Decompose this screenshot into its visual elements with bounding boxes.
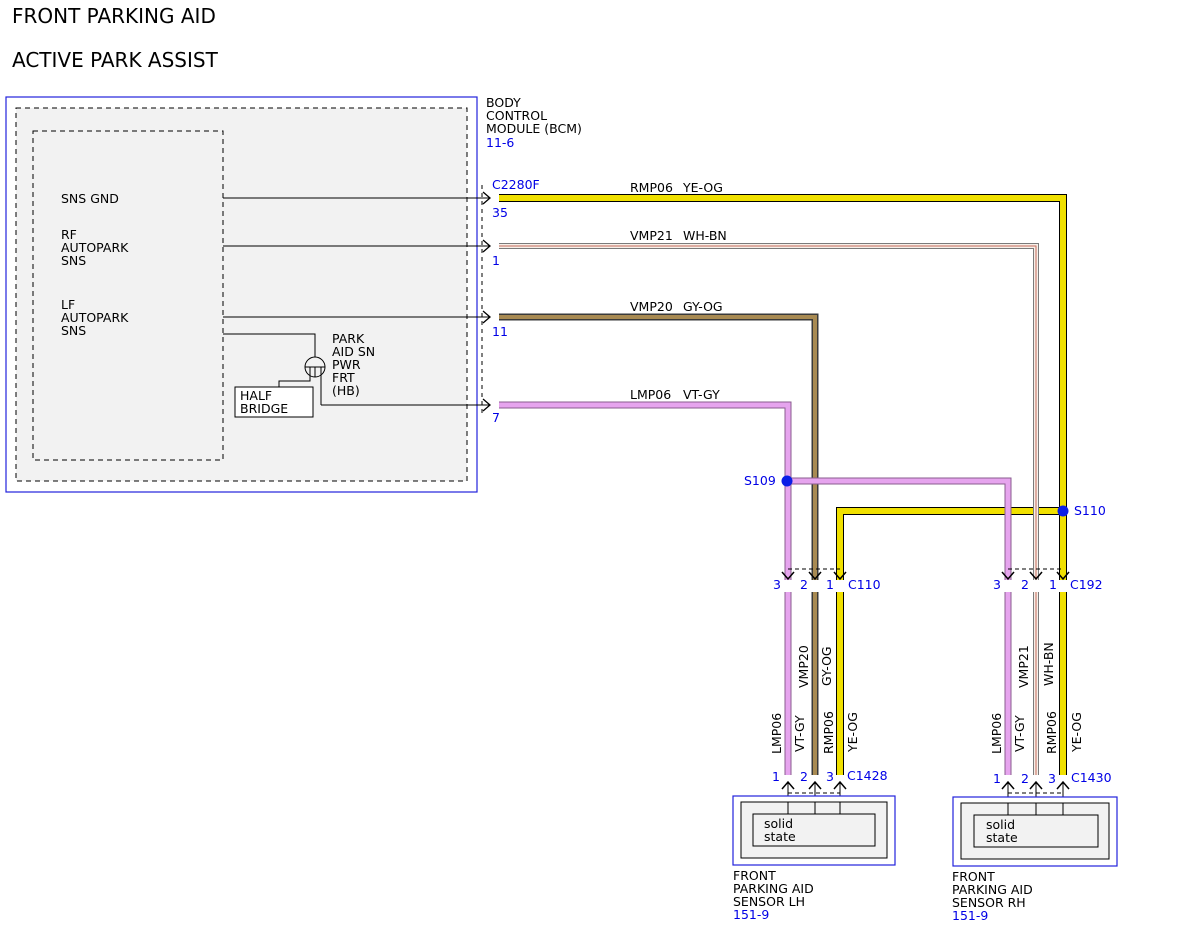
sensor-lh-ref[interactable]: 151-9 bbox=[733, 907, 769, 922]
label-rf-line-1: RF bbox=[61, 227, 77, 242]
label-park-aid-line-3: PWR bbox=[332, 357, 361, 372]
sensor-rh-name-line-3: SENSOR RH bbox=[952, 895, 1026, 910]
rh-label-wh-bn: WH-BN bbox=[1041, 642, 1056, 686]
label-park-aid-line-5: (HB) bbox=[332, 383, 360, 398]
c1430-pin-1: 1 bbox=[993, 771, 1001, 786]
c110-label[interactable]: C110 bbox=[848, 577, 881, 592]
label-half-bridge-line-2: BRIDGE bbox=[240, 401, 288, 416]
label-park-aid-line-1: PARK bbox=[332, 331, 365, 346]
circuit-label-vmp21: VMP21 bbox=[630, 228, 673, 243]
lh-label-gy-og: GY-OG bbox=[819, 646, 834, 686]
lh-label-vt-gy: VT-GY bbox=[792, 715, 807, 752]
sensor-lh-inner-line-1: solid bbox=[764, 816, 793, 831]
c110-pin-3: 3 bbox=[773, 577, 781, 592]
c192-pin-3: 3 bbox=[993, 577, 1001, 592]
bcm-name-line-3: MODULE (BCM) bbox=[486, 121, 582, 136]
color-label-lmp06: VT-GY bbox=[683, 387, 720, 402]
bcm-pin-1: 1 bbox=[492, 253, 500, 268]
rh-label-vmp21: VMP21 bbox=[1016, 645, 1031, 688]
sensor-lh-name-line-2: PARKING AID bbox=[733, 881, 814, 896]
sensor-rh-inner-line-2: state bbox=[986, 830, 1018, 845]
bcm-module: BODY CONTROL MODULE (BCM) 11-6 SNS GND R… bbox=[5, 95, 582, 493]
label-half-bridge-line-1: HALF bbox=[240, 388, 272, 403]
sensor-lh-name-line-1: FRONT bbox=[733, 868, 776, 883]
color-label-vmp21: WH-BN bbox=[683, 228, 727, 243]
lh-label-lmp06: LMP06 bbox=[769, 713, 784, 754]
splice-s110-label[interactable]: S110 bbox=[1074, 503, 1106, 518]
rh-label-ye-og: YE-OG bbox=[1069, 712, 1084, 753]
wire-vmp21[interactable] bbox=[499, 243, 1039, 775]
sensor-rh-inner-line-1: solid bbox=[986, 817, 1015, 832]
c110-pin-2: 2 bbox=[800, 577, 808, 592]
label-lf-line-1: LF bbox=[61, 297, 75, 312]
color-label-rmp06: YE-OG bbox=[682, 180, 723, 195]
sensor-rh-name-line-2: PARKING AID bbox=[952, 882, 1033, 897]
circuit-label-rmp06: RMP06 bbox=[630, 180, 673, 195]
c192-label[interactable]: C192 bbox=[1070, 577, 1103, 592]
splice-s109-label[interactable]: S109 bbox=[744, 473, 776, 488]
bcm-connector-id[interactable]: C2280F bbox=[492, 177, 540, 192]
c1428-label[interactable]: C1428 bbox=[847, 768, 888, 783]
wire-rmp06[interactable] bbox=[499, 194, 1067, 775]
sensor-rh-name-line-1: FRONT bbox=[952, 869, 995, 884]
rh-label-vt-gy: VT-GY bbox=[1012, 715, 1027, 752]
diagram-title: FRONT PARKING AID bbox=[12, 4, 216, 28]
label-park-aid-line-2: AID SN bbox=[332, 344, 375, 359]
splice-s109[interactable] bbox=[781, 475, 793, 487]
bcm-pin-7: 7 bbox=[492, 410, 500, 425]
connector-c192[interactable]: 3 2 1 C192 bbox=[993, 568, 1103, 592]
lh-label-vmp20: VMP20 bbox=[796, 645, 811, 688]
diagram-subtitle: ACTIVE PARK ASSIST bbox=[12, 48, 219, 72]
bcm-name-line-2: CONTROL bbox=[486, 108, 547, 123]
c1430-label[interactable]: C1430 bbox=[1071, 770, 1112, 785]
sensor-lh[interactable]: solid state bbox=[732, 795, 896, 866]
c1428-pin-3: 3 bbox=[826, 769, 834, 784]
label-lf-line-3: SNS bbox=[61, 323, 86, 338]
label-rf-line-3: SNS bbox=[61, 253, 86, 268]
label-lf-line-2: AUTOPARK bbox=[61, 310, 129, 325]
rh-label-lmp06: LMP06 bbox=[989, 713, 1004, 754]
sensor-rh-ref[interactable]: 151-9 bbox=[952, 908, 988, 923]
label-park-aid-line-4: FRT bbox=[332, 370, 355, 385]
wire-vmp20[interactable] bbox=[499, 313, 819, 775]
c1430-pin-3: 3 bbox=[1048, 771, 1056, 786]
lh-label-rmp06: RMP06 bbox=[821, 711, 836, 754]
lh-label-ye-og: YE-OG bbox=[845, 712, 860, 753]
bcm-pin-11: 11 bbox=[492, 324, 508, 339]
c192-pin-2: 2 bbox=[1021, 577, 1029, 592]
c1430-pin-2: 2 bbox=[1021, 771, 1029, 786]
sensor-lh-inner-line-2: state bbox=[764, 829, 796, 844]
sensor-lh-name-line-3: SENSOR LH bbox=[733, 894, 805, 909]
circuit-label-lmp06: LMP06 bbox=[630, 387, 671, 402]
c192-pin-1: 1 bbox=[1049, 577, 1057, 592]
rh-label-rmp06: RMP06 bbox=[1044, 711, 1059, 754]
sensor-rh[interactable]: solid state bbox=[952, 796, 1118, 867]
color-label-vmp20: GY-OG bbox=[683, 299, 723, 314]
circuit-label-vmp20: VMP20 bbox=[630, 299, 673, 314]
splice-s110[interactable] bbox=[1057, 505, 1069, 517]
bcm-ref[interactable]: 11-6 bbox=[486, 135, 514, 150]
label-rf-line-2: AUTOPARK bbox=[61, 240, 129, 255]
connector-c110[interactable]: 3 2 1 C110 bbox=[773, 568, 881, 592]
bcm-name-line-1: BODY bbox=[486, 95, 521, 110]
c1428-pin-1: 1 bbox=[772, 769, 780, 784]
label-sns-gnd: SNS GND bbox=[61, 191, 119, 206]
bcm-pin-35: 35 bbox=[492, 205, 508, 220]
c110-pin-1: 1 bbox=[826, 577, 834, 592]
c1428-pin-2: 2 bbox=[800, 769, 808, 784]
wire-lmp06[interactable] bbox=[499, 401, 1012, 775]
